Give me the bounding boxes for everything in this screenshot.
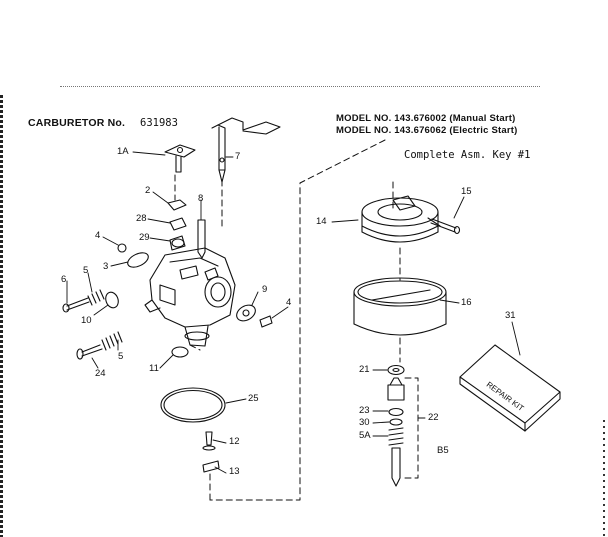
part-mixture-screw (76, 331, 123, 360)
part-pin-13 (202, 460, 220, 473)
part-carburetor-body (144, 247, 236, 347)
part-idle-screw (62, 289, 119, 313)
callout-6: 6 (61, 274, 67, 285)
callout-13: 13 (229, 466, 240, 477)
part-small-fittings (167, 199, 187, 251)
callout-4-upper: 4 (95, 230, 101, 241)
callout-15: 15 (461, 186, 472, 197)
callout-5-upper: 5 (83, 265, 89, 276)
part-choke-lever (164, 144, 196, 173)
complete-assembly-note: Complete Asm. Key #1 (404, 149, 531, 161)
callout-4-right: 4 (286, 297, 292, 308)
callout-7: 7 (235, 151, 241, 162)
part-seal-11 (171, 346, 189, 358)
part-throttle-lever (211, 117, 281, 183)
callout-23: 23 (359, 405, 370, 416)
part-needle-8 (197, 219, 206, 259)
part-bowl-cover (361, 195, 441, 243)
part-float-bowl (353, 277, 447, 336)
callout-8: 8 (198, 193, 204, 204)
callout-5-lower: 5 (118, 351, 124, 362)
carburetor-label: CARBURETOR No. (28, 117, 126, 129)
callout-3: 3 (103, 261, 109, 272)
part-screw-15 (430, 218, 461, 235)
part-throttle-plate (117, 243, 149, 268)
callout-leader-lines (66, 151, 521, 474)
callout-30: 30 (359, 417, 370, 428)
callout-31: 31 (505, 310, 516, 321)
assembly-dashed-lines (174, 139, 419, 501)
model-number-manual: MODEL NO. 143.676002 (Manual Start) (336, 113, 516, 124)
callout-22: 22 (428, 412, 439, 423)
callout-9: 9 (262, 284, 268, 295)
callout-b5: B5 (437, 445, 449, 456)
part-needle-12 (202, 431, 216, 451)
scan-edge-left (0, 95, 3, 537)
part-main-jet-stack (387, 377, 405, 487)
callout-10: 10 (81, 315, 92, 326)
callout-21: 21 (359, 364, 370, 375)
callout-14: 14 (316, 216, 327, 227)
callout-25: 25 (248, 393, 259, 404)
callout-2: 2 (145, 185, 151, 196)
scan-edge-right (603, 420, 605, 537)
callout-29: 29 (139, 232, 150, 243)
callout-1a: 1A (117, 146, 129, 157)
callout-11: 11 (149, 363, 159, 374)
model-number-electric: MODEL NO. 143.676062 (Electric Start) (336, 125, 518, 136)
part-washer-21 (387, 364, 405, 376)
callout-16: 16 (461, 297, 472, 308)
callout-24: 24 (95, 368, 106, 379)
part-bowl-gasket (160, 387, 226, 423)
part-repair-kit (459, 344, 561, 432)
part-gasket-9 (236, 304, 273, 328)
callout-28: 28 (136, 213, 147, 224)
callout-12: 12 (229, 436, 240, 447)
top-dotted-rule (60, 86, 540, 88)
callout-5a: 5A (359, 430, 371, 441)
carburetor-number: 631983 (140, 117, 178, 129)
